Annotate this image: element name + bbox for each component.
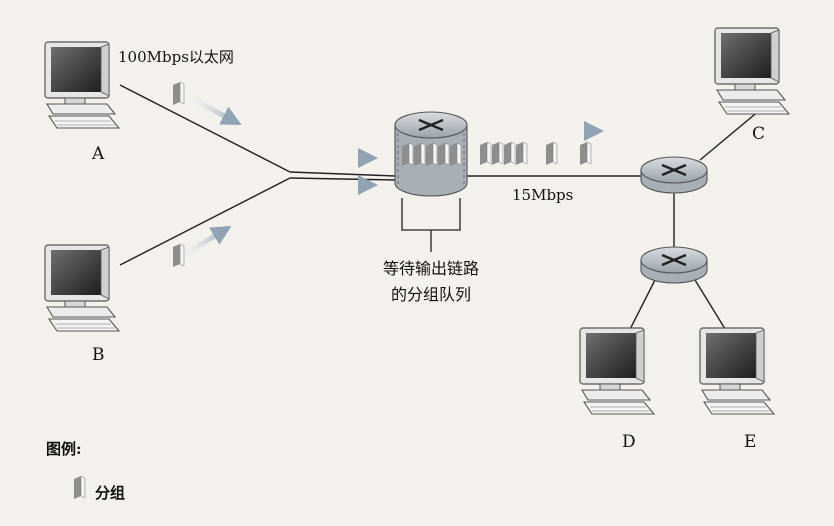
computer-e: [700, 328, 774, 414]
queue-bracket: [402, 198, 460, 252]
packet: [173, 244, 184, 267]
packet: [438, 143, 449, 166]
host-label-e: E: [744, 432, 756, 452]
link-merge-router1-bottom: [290, 178, 395, 180]
computer-c: [715, 28, 789, 114]
computer-a: [45, 42, 119, 128]
queue-note: 等待输出链路 的分组队列: [365, 256, 497, 308]
host-label-b: B: [92, 345, 105, 365]
ethernet-link-label: 100Mbps以太网: [118, 46, 234, 67]
queue-note-line-2: 的分组队列: [365, 282, 497, 308]
link-router2-c: [700, 110, 760, 160]
packet: [450, 143, 461, 166]
host-label-d: D: [622, 432, 636, 452]
packet: [546, 142, 557, 165]
link-a-merge: [120, 85, 290, 172]
packet-queue: [402, 143, 461, 166]
host-label-a: A: [92, 144, 104, 164]
packet: [580, 142, 591, 165]
router-2: [641, 157, 707, 193]
legend-packet-icon: [74, 476, 85, 499]
output-link-label: 15Mbps: [512, 186, 573, 204]
computer-d: [580, 328, 654, 414]
flow-arrow-b: [183, 228, 228, 255]
flow-arrow-a: [190, 98, 238, 123]
packet: [426, 143, 437, 166]
output-packets: [480, 142, 591, 165]
router-3: [641, 247, 707, 283]
link-merge-router1-top: [290, 172, 395, 176]
legend-title: 图例:: [46, 438, 82, 459]
computer-b: [45, 245, 119, 331]
host-label-c: C: [752, 124, 765, 144]
packet: [516, 142, 527, 165]
packet: [492, 142, 503, 165]
queue-note-line-1: 等待输出链路: [365, 256, 497, 282]
packet: [414, 143, 425, 166]
packet: [402, 143, 413, 166]
legend-item-label: 分组: [95, 482, 125, 503]
packet: [173, 82, 184, 105]
link-b-merge: [120, 178, 290, 265]
packet: [504, 142, 515, 165]
packet: [480, 142, 491, 165]
